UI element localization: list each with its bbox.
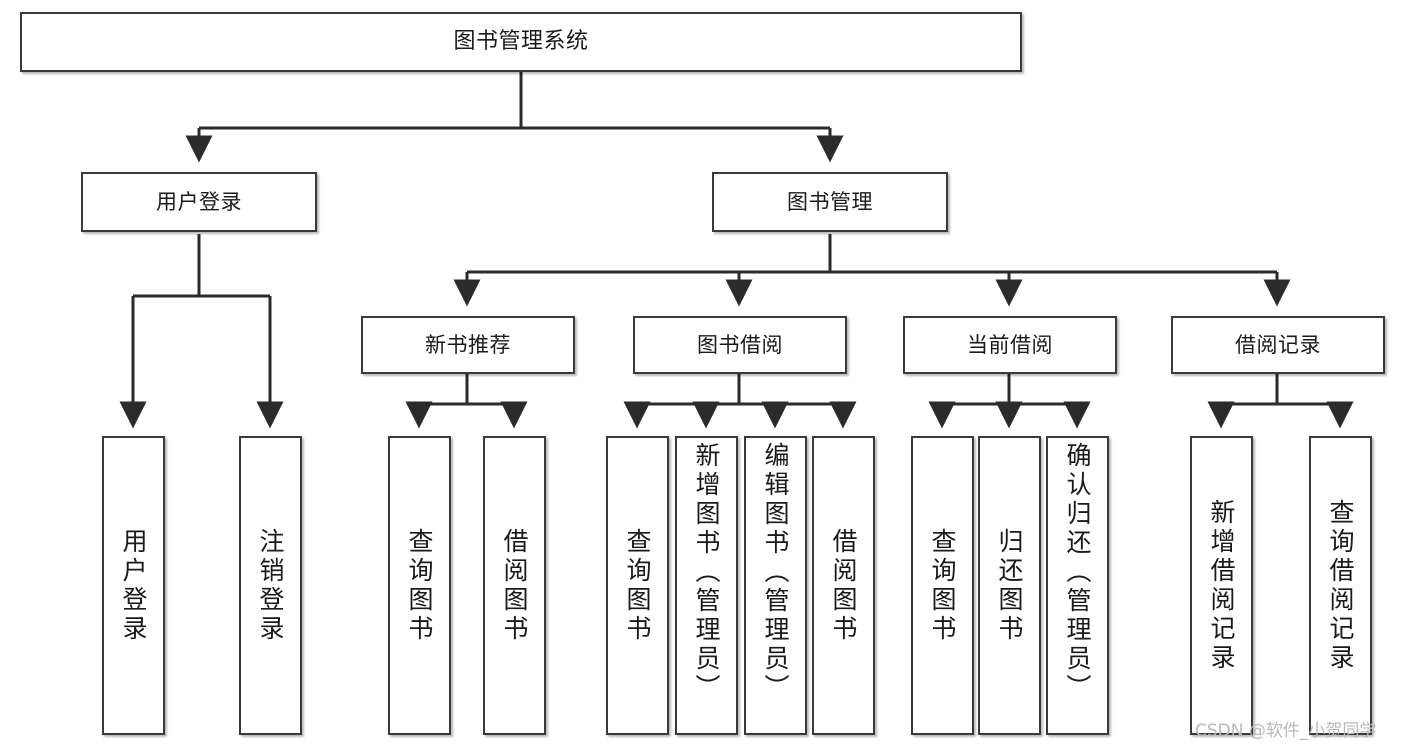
- node-root-label: 图书管理系统: [453, 29, 589, 55]
- node-leaf-logout[interactable]: 注销登录: [239, 436, 302, 735]
- node-leaf-query-book-2[interactable]: 查询图书: [606, 436, 669, 735]
- node-new-book-recommend-label: 新书推荐: [425, 332, 511, 357]
- node-book-management-label: 图书管理: [787, 189, 873, 214]
- node-leaf-confirm-return-label: 确认归还（管理员）: [1063, 442, 1092, 703]
- node-root-book-management-system[interactable]: 图书管理系统: [20, 12, 1022, 72]
- node-borrow-record[interactable]: 借阅记录: [1171, 316, 1385, 374]
- node-leaf-borrow-book-1-label: 借阅图书: [500, 527, 529, 644]
- node-leaf-user-login[interactable]: 用户登录: [102, 436, 165, 735]
- node-leaf-query-book-2-label: 查询图书: [623, 527, 652, 644]
- node-leaf-edit-book[interactable]: 编辑图书（管理员）: [744, 436, 807, 735]
- node-leaf-logout-label: 注销登录: [256, 527, 285, 644]
- node-leaf-borrow-book-2[interactable]: 借阅图书: [812, 436, 875, 735]
- node-user-login-label: 用户登录: [156, 189, 242, 214]
- node-current-borrow-label: 当前借阅: [967, 332, 1053, 357]
- node-leaf-user-login-label: 用户登录: [119, 527, 148, 644]
- watermark-credit: CSDN @软件_小贺同学: [1195, 721, 1377, 741]
- node-leaf-query-book-1-label: 查询图书: [405, 527, 434, 644]
- node-book-borrow-label: 图书借阅: [697, 332, 783, 357]
- node-current-borrow[interactable]: 当前借阅: [903, 316, 1117, 374]
- node-leaf-return-book[interactable]: 归还图书: [978, 436, 1041, 735]
- node-leaf-borrow-book-1[interactable]: 借阅图书: [483, 436, 546, 735]
- node-book-management[interactable]: 图书管理: [712, 172, 948, 232]
- node-leaf-add-record[interactable]: 新增借阅记录: [1190, 436, 1253, 735]
- node-user-login[interactable]: 用户登录: [81, 172, 317, 232]
- node-leaf-query-book-1[interactable]: 查询图书: [388, 436, 451, 735]
- node-leaf-query-book-3[interactable]: 查询图书: [911, 436, 974, 735]
- node-leaf-add-book-label: 新增图书（管理员）: [692, 442, 721, 703]
- node-leaf-confirm-return[interactable]: 确认归还（管理员）: [1046, 436, 1109, 735]
- node-leaf-add-record-label: 新增借阅记录: [1207, 498, 1236, 673]
- node-book-borrow[interactable]: 图书借阅: [633, 316, 847, 374]
- node-leaf-query-record-label: 查询借阅记录: [1326, 498, 1355, 673]
- node-leaf-return-book-label: 归还图书: [995, 527, 1024, 644]
- node-leaf-query-record[interactable]: 查询借阅记录: [1309, 436, 1372, 735]
- node-leaf-add-book[interactable]: 新增图书（管理员）: [675, 436, 738, 735]
- node-borrow-record-label: 借阅记录: [1235, 332, 1321, 357]
- node-leaf-edit-book-label: 编辑图书（管理员）: [761, 442, 790, 703]
- node-new-book-recommend[interactable]: 新书推荐: [361, 316, 575, 374]
- node-leaf-borrow-book-2-label: 借阅图书: [829, 527, 858, 644]
- node-leaf-query-book-3-label: 查询图书: [928, 527, 957, 644]
